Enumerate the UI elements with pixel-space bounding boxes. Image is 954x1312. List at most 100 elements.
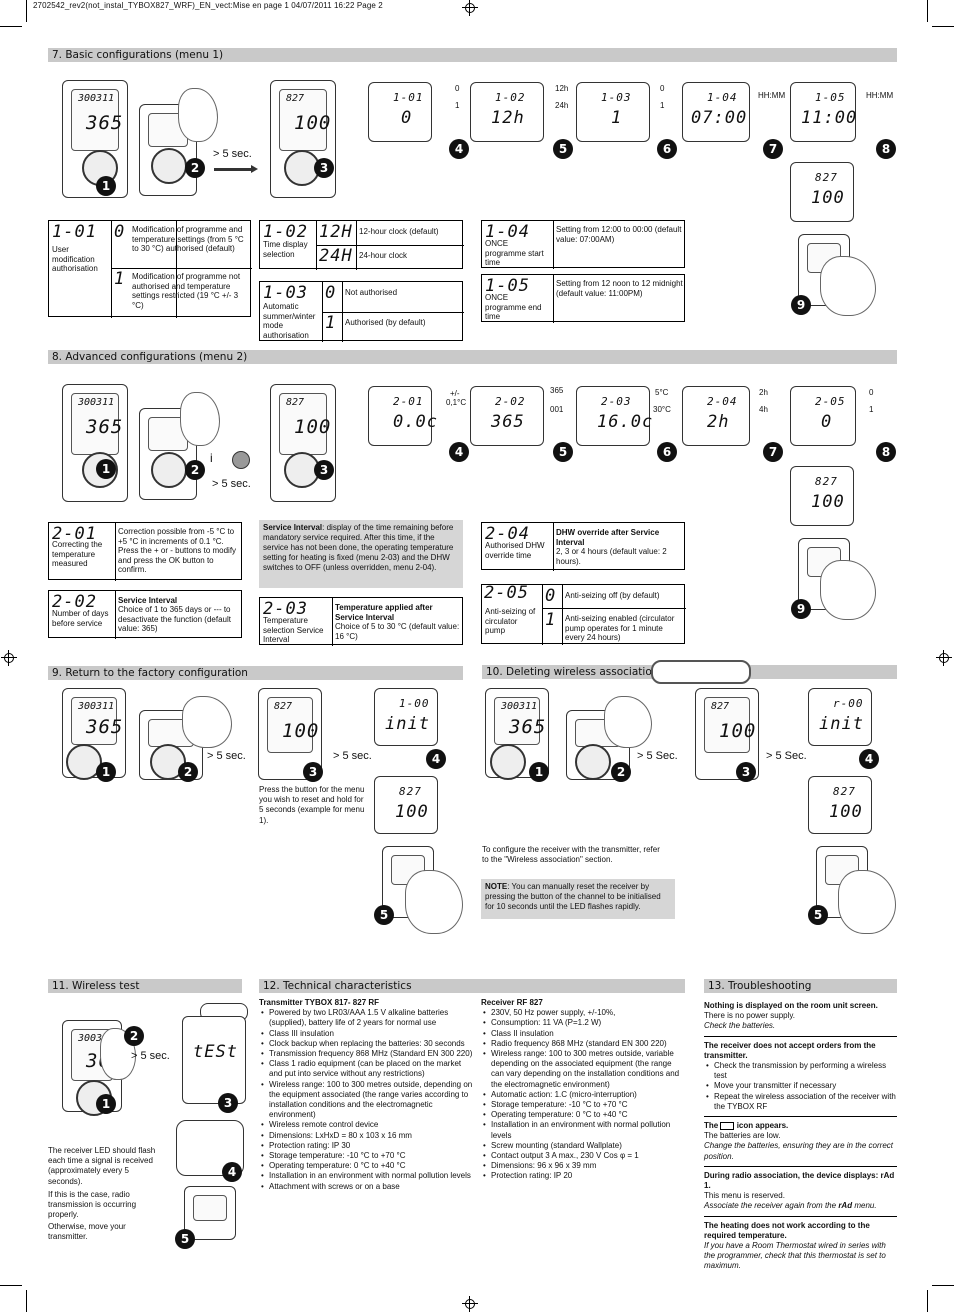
section-11-title: 11. Wireless test bbox=[48, 979, 242, 993]
table-1-03: 1-03 Automatic summer/winter mode author… bbox=[259, 281, 464, 342]
step-5-badge: 5 bbox=[175, 1229, 195, 1249]
crop-mark bbox=[0, 26, 22, 27]
crop-mark bbox=[927, 0, 928, 22]
hold-5-sec-label: > 5 sec. bbox=[131, 1050, 170, 1062]
s10-note: NOTE: You can manually reset the receive… bbox=[481, 879, 675, 919]
table-2-03: 2-03 Temperature selection Service Inter… bbox=[259, 597, 463, 646]
step-6-badge: 6 bbox=[657, 442, 677, 462]
screen-827-100: 827 100 bbox=[790, 466, 854, 526]
dial-knob bbox=[151, 148, 187, 184]
registration-mark-icon bbox=[462, 0, 478, 16]
step-5-badge: 5 bbox=[808, 905, 828, 925]
hand-icon bbox=[604, 696, 652, 748]
table-2-04: 2-04 Authorised DHW override time DHW ov… bbox=[481, 522, 685, 571]
ts-item-5: The heating does not work according to t… bbox=[704, 1220, 886, 1271]
step-2-badge: 2 bbox=[185, 460, 205, 480]
s11-p2: If this is the case, radio transmission … bbox=[48, 1190, 137, 1220]
step-3-badge: 3 bbox=[314, 158, 334, 178]
s10-text: To configure the receiver with the trans… bbox=[482, 845, 660, 865]
step-3-badge: 3 bbox=[303, 762, 323, 782]
screen-1-03: 1-03 1 bbox=[576, 82, 650, 142]
registration-mark-icon bbox=[936, 650, 952, 666]
screen-2-01: 2-01 0.0c bbox=[368, 386, 437, 446]
s11-p1: The receiver LED should flash each time … bbox=[48, 1146, 156, 1186]
step-4-badge: 4 bbox=[859, 749, 879, 769]
step-1-badge: 1 bbox=[96, 762, 116, 782]
step-3-badge: 3 bbox=[218, 1093, 238, 1113]
broken-link-icon bbox=[651, 660, 751, 684]
screen-1-02: 1-02 12h bbox=[470, 82, 544, 142]
service-interval-note: Service Interval: display of the time re… bbox=[259, 520, 463, 588]
hand-icon bbox=[820, 256, 876, 316]
crop-mark bbox=[932, 1285, 954, 1286]
crop-mark bbox=[26, 1290, 27, 1312]
hold-5-sec-label: > 5 sec. bbox=[207, 750, 246, 762]
hold-5-sec-label: > 5 Sec. bbox=[637, 750, 678, 762]
step-7-badge: 7 bbox=[763, 442, 783, 462]
registration-mark-icon bbox=[1, 650, 17, 666]
step-1-badge: 1 bbox=[96, 1094, 116, 1114]
hand-icon bbox=[820, 560, 876, 620]
ts-item-3: The icon appears. The batteries are low.… bbox=[704, 1117, 897, 1167]
s11-p3: Otherwise, move your transmitter. bbox=[48, 1222, 126, 1242]
dial-knob bbox=[151, 452, 187, 488]
screen-2-04: 2-04 2h bbox=[682, 386, 750, 446]
screen-1-04: 1-04 07:00 bbox=[682, 82, 750, 142]
screen-r-00: r-00 init bbox=[808, 688, 872, 746]
screen-2-05: 2-05 0 bbox=[790, 386, 856, 446]
step-2-badge: 2 bbox=[185, 158, 205, 178]
table-1-04: 1-04 ONCE programme start time Setting f… bbox=[481, 220, 685, 269]
hold-5-sec-label: > 5 sec. bbox=[212, 478, 251, 490]
step-1-badge: 1 bbox=[529, 762, 549, 782]
step-1-badge: 1 bbox=[96, 176, 116, 196]
hand-icon bbox=[405, 870, 463, 934]
screen-827-100: 827 100 bbox=[374, 776, 438, 834]
section-8-title: 8. Advanced configurations (menu 2) bbox=[48, 350, 897, 364]
info-button-icon bbox=[232, 451, 250, 469]
ts-item-2: The receiver does not accept orders from… bbox=[704, 1037, 897, 1118]
table-1-01: 1-01 User modification authorisation 0 M… bbox=[48, 220, 252, 318]
transmitter-specs: Transmitter TYBOX 817- 827 RF Powered by… bbox=[259, 998, 473, 1192]
step-6-badge: 6 bbox=[657, 139, 677, 159]
screen-827-100: 827 100 bbox=[808, 776, 872, 834]
screen-1-00: 1-00 init bbox=[374, 688, 438, 746]
dial-knob bbox=[490, 744, 526, 780]
step-2-badge: 2 bbox=[611, 762, 631, 782]
table-2-05-code: 2-05 bbox=[484, 583, 529, 603]
transmitter-device bbox=[184, 1186, 236, 1240]
arrow-right-icon bbox=[214, 165, 258, 173]
step-5-badge: 5 bbox=[374, 905, 394, 925]
step-5-badge: 5 bbox=[553, 139, 573, 159]
hold-5-sec-label: > 5 sec. bbox=[213, 148, 252, 160]
section-13-title: 13. Troubleshooting bbox=[704, 979, 897, 993]
hold-5-sec-label: > 5 sec. bbox=[333, 750, 372, 762]
step-4-badge: 4 bbox=[222, 1162, 242, 1182]
transmitter-device: tESt bbox=[182, 1016, 246, 1104]
section-7-title: 7. Basic configurations (menu 1) bbox=[48, 48, 897, 62]
ts-item-4: During radio association, the device dis… bbox=[704, 1167, 897, 1217]
screen-827-100: 827 100 bbox=[790, 162, 854, 222]
table-2-02: 2-02 Number of days before service Servi… bbox=[48, 590, 242, 639]
step-1-badge: 1 bbox=[96, 459, 116, 479]
table-2-01: 2-01 Correcting the temperature measured… bbox=[48, 522, 242, 581]
dial-knob bbox=[575, 744, 611, 780]
screen-1-01: 1-01 0 bbox=[368, 82, 432, 142]
crop-mark bbox=[927, 1290, 928, 1312]
step-3-badge: 3 bbox=[314, 460, 334, 480]
receiver-specs: Receiver RF 827 230V, 50 Hz power supply… bbox=[481, 998, 685, 1182]
crop-mark bbox=[26, 0, 27, 22]
registration-mark-icon bbox=[462, 1296, 478, 1312]
crop-mark bbox=[0, 1285, 22, 1286]
step-8-badge: 8 bbox=[876, 442, 896, 462]
troubleshooting: Nothing is displayed on the room unit sc… bbox=[704, 999, 897, 1272]
step-2-badge: 2 bbox=[124, 1026, 144, 1046]
step-2-badge: 2 bbox=[178, 762, 198, 782]
table-1-02: 1-02 Time display selection 12H 12-hour … bbox=[259, 220, 464, 270]
hand-icon bbox=[178, 88, 218, 142]
section-9-title: 9. Return to the factory configuration bbox=[48, 666, 463, 680]
hand-icon bbox=[838, 870, 896, 934]
